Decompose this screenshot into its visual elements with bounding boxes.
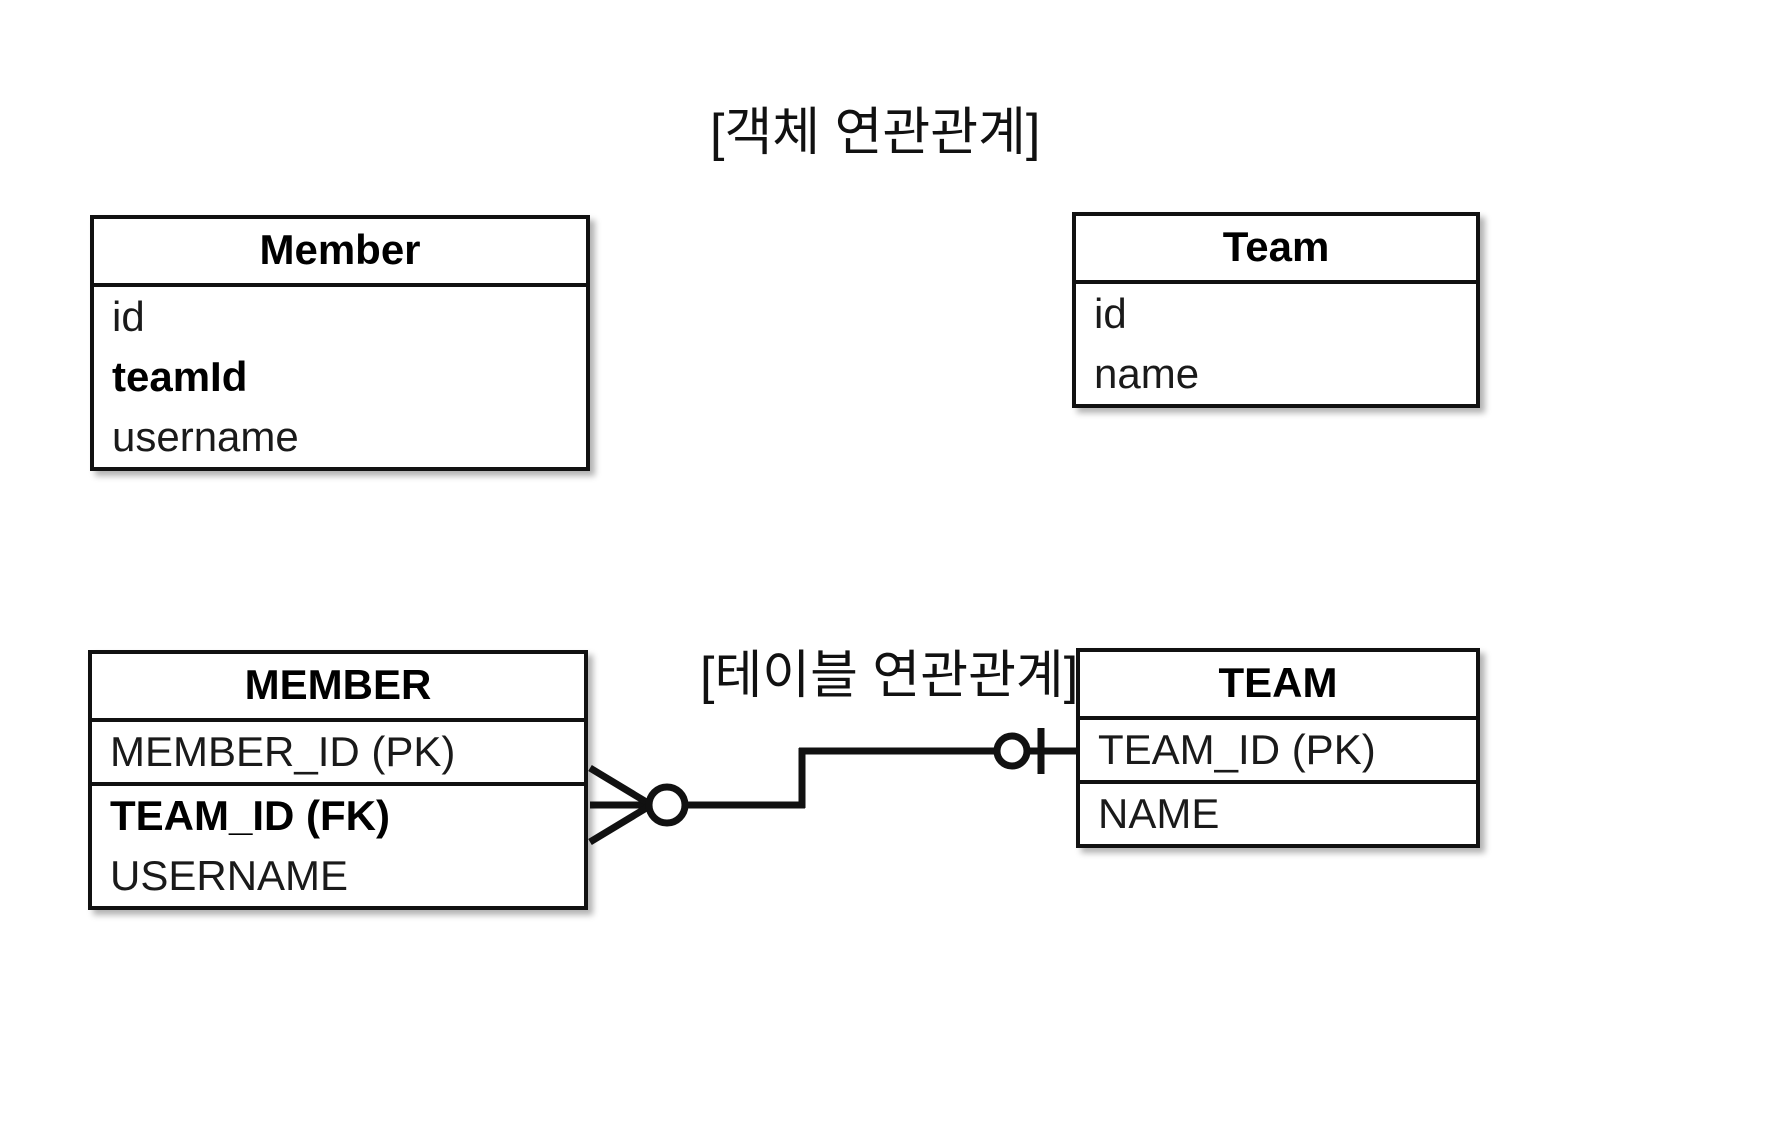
object-association-title: [객체 연관관계] [710,104,1041,162]
entity-team-object-body: id name [1076,284,1476,404]
entity-team-object-header: Team [1076,216,1476,284]
entity-member-table-body: MEMBER_ID (PK) TEAM_ID (FK) USERNAME [92,722,584,906]
entity-team-table: TEAM TEAM_ID (PK) NAME [1076,648,1480,848]
entity-team-table-header: TEAM [1080,652,1476,720]
entity-member-table: MEMBER MEMBER_ID (PK) TEAM_ID (FK) USERN… [88,650,588,910]
attribute-row: name [1094,350,1200,397]
table-association-title: [테이블 연관관계] [700,647,1079,705]
cardinality-zero-circle-right-icon [993,732,1031,770]
attribute-row: username [112,413,299,460]
attribute-row: NAME [1098,790,1220,837]
attribute-row: USERNAME [110,852,349,899]
attribute-row: teamId [112,353,248,400]
entity-member-object: Member id teamId username [90,215,590,471]
entity-member-object-body: id teamId username [94,287,586,467]
attribute-row: TEAM_ID (FK) [110,792,390,839]
attribute-row: id [1094,290,1127,337]
entity-member-table-header: MEMBER [92,654,584,722]
cardinality-zero-circle-icon [645,783,689,827]
attribute-row: TEAM_ID (PK) [1080,720,1476,784]
crows-foot-many-icon [588,765,650,845]
relationship-connector [588,728,1076,845]
entity-team-object: Team id name [1072,212,1480,408]
entity-team-table-body: TEAM_ID (PK) NAME [1080,720,1476,844]
entity-member-object-header: Member [94,219,586,287]
attribute-row: id [112,293,145,340]
attribute-row: MEMBER_ID (PK) [92,722,584,786]
